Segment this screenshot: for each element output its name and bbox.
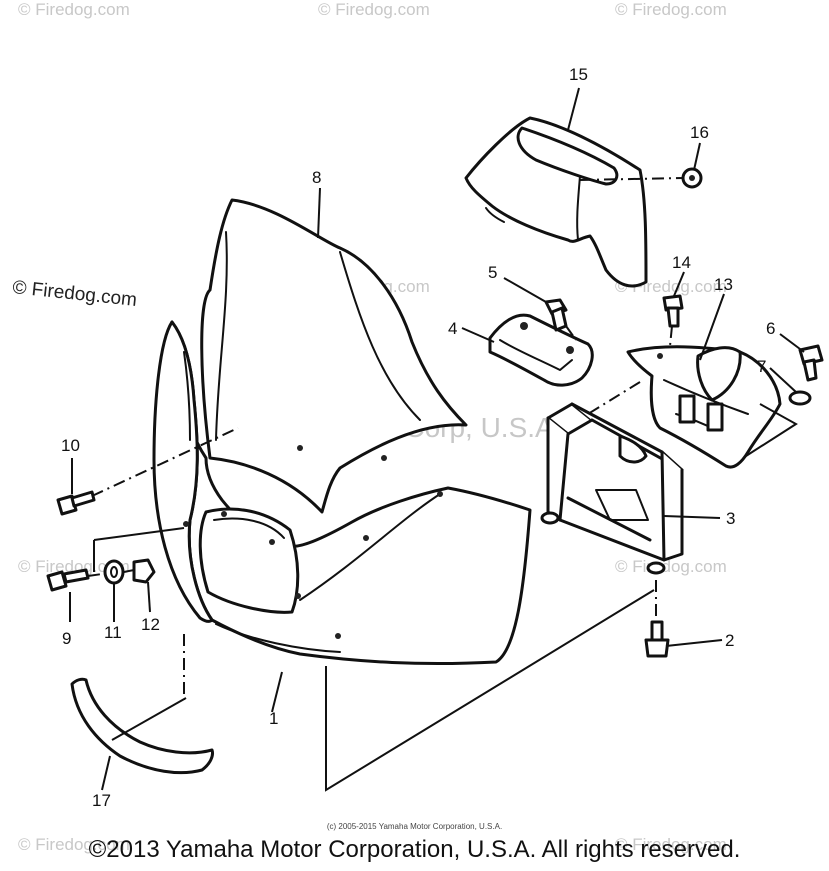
part-17-lower-trim xyxy=(70,677,214,775)
watermark-text-prominent: © Firedog.com xyxy=(11,277,137,311)
leader-lines xyxy=(69,87,805,792)
callout-13: 13 xyxy=(714,275,733,294)
copyright-notice: ©2013 Yamaha Motor Corporation, U.S.A. A… xyxy=(88,836,741,863)
callout-9: 9 xyxy=(62,629,71,648)
watermark-text: © Firedog.com xyxy=(318,0,430,19)
callout-14: 14 xyxy=(672,253,691,272)
callout-6: 6 xyxy=(766,319,775,338)
callout-17: 17 xyxy=(92,791,111,810)
part-3-stay-frame xyxy=(540,402,684,575)
watermark-text: © Firedog.com xyxy=(18,0,130,19)
callout-15: 15 xyxy=(569,65,588,84)
part-16-grommet xyxy=(681,167,703,189)
watermark-text: © Firedog.com xyxy=(615,835,727,854)
callout-12: 12 xyxy=(141,615,160,634)
callout-7: 7 xyxy=(757,357,766,376)
part-15-meter-cover xyxy=(464,116,648,288)
part-7-washer xyxy=(788,390,812,406)
part-1-front-fairing xyxy=(152,320,532,666)
part-11-spacer xyxy=(103,559,125,585)
watermark-text: © Firedog.com xyxy=(18,557,130,576)
assembly-lines xyxy=(87,177,685,700)
fine-print-copyright: (c) 2005-2015 Yamaha Motor Corporation, … xyxy=(326,822,503,831)
part-2-bolt xyxy=(644,620,670,658)
callout-5: 5 xyxy=(488,263,497,282)
part-9-bolt xyxy=(46,568,90,592)
callout-3: 3 xyxy=(726,509,735,528)
part-8-windscreen xyxy=(200,198,468,514)
part-10-bolt xyxy=(56,490,96,516)
callout-11: 11 xyxy=(104,623,122,642)
watermark-text: © Firedog.com xyxy=(615,557,727,576)
part-14-bolt xyxy=(662,294,684,328)
callout-10: 10 xyxy=(61,436,80,455)
watermark-text: © Firedog.com xyxy=(615,0,727,19)
part-4-bracket xyxy=(488,313,594,387)
watermark-text: © Firedog.com xyxy=(18,835,130,854)
callout-2: 2 xyxy=(725,631,734,650)
part-13-upper-bracket xyxy=(626,345,782,469)
callout-4: 4 xyxy=(448,319,457,338)
callout-8: 8 xyxy=(312,168,321,187)
part-12-nut xyxy=(132,558,156,584)
callout-1: 1 xyxy=(269,709,278,728)
callout-labels: 1 2 3 4 5 6 7 8 9 10 11 12 13 14 15 16 1… xyxy=(61,65,775,810)
callout-16: 16 xyxy=(690,123,709,142)
part-6-bolt xyxy=(798,344,824,382)
